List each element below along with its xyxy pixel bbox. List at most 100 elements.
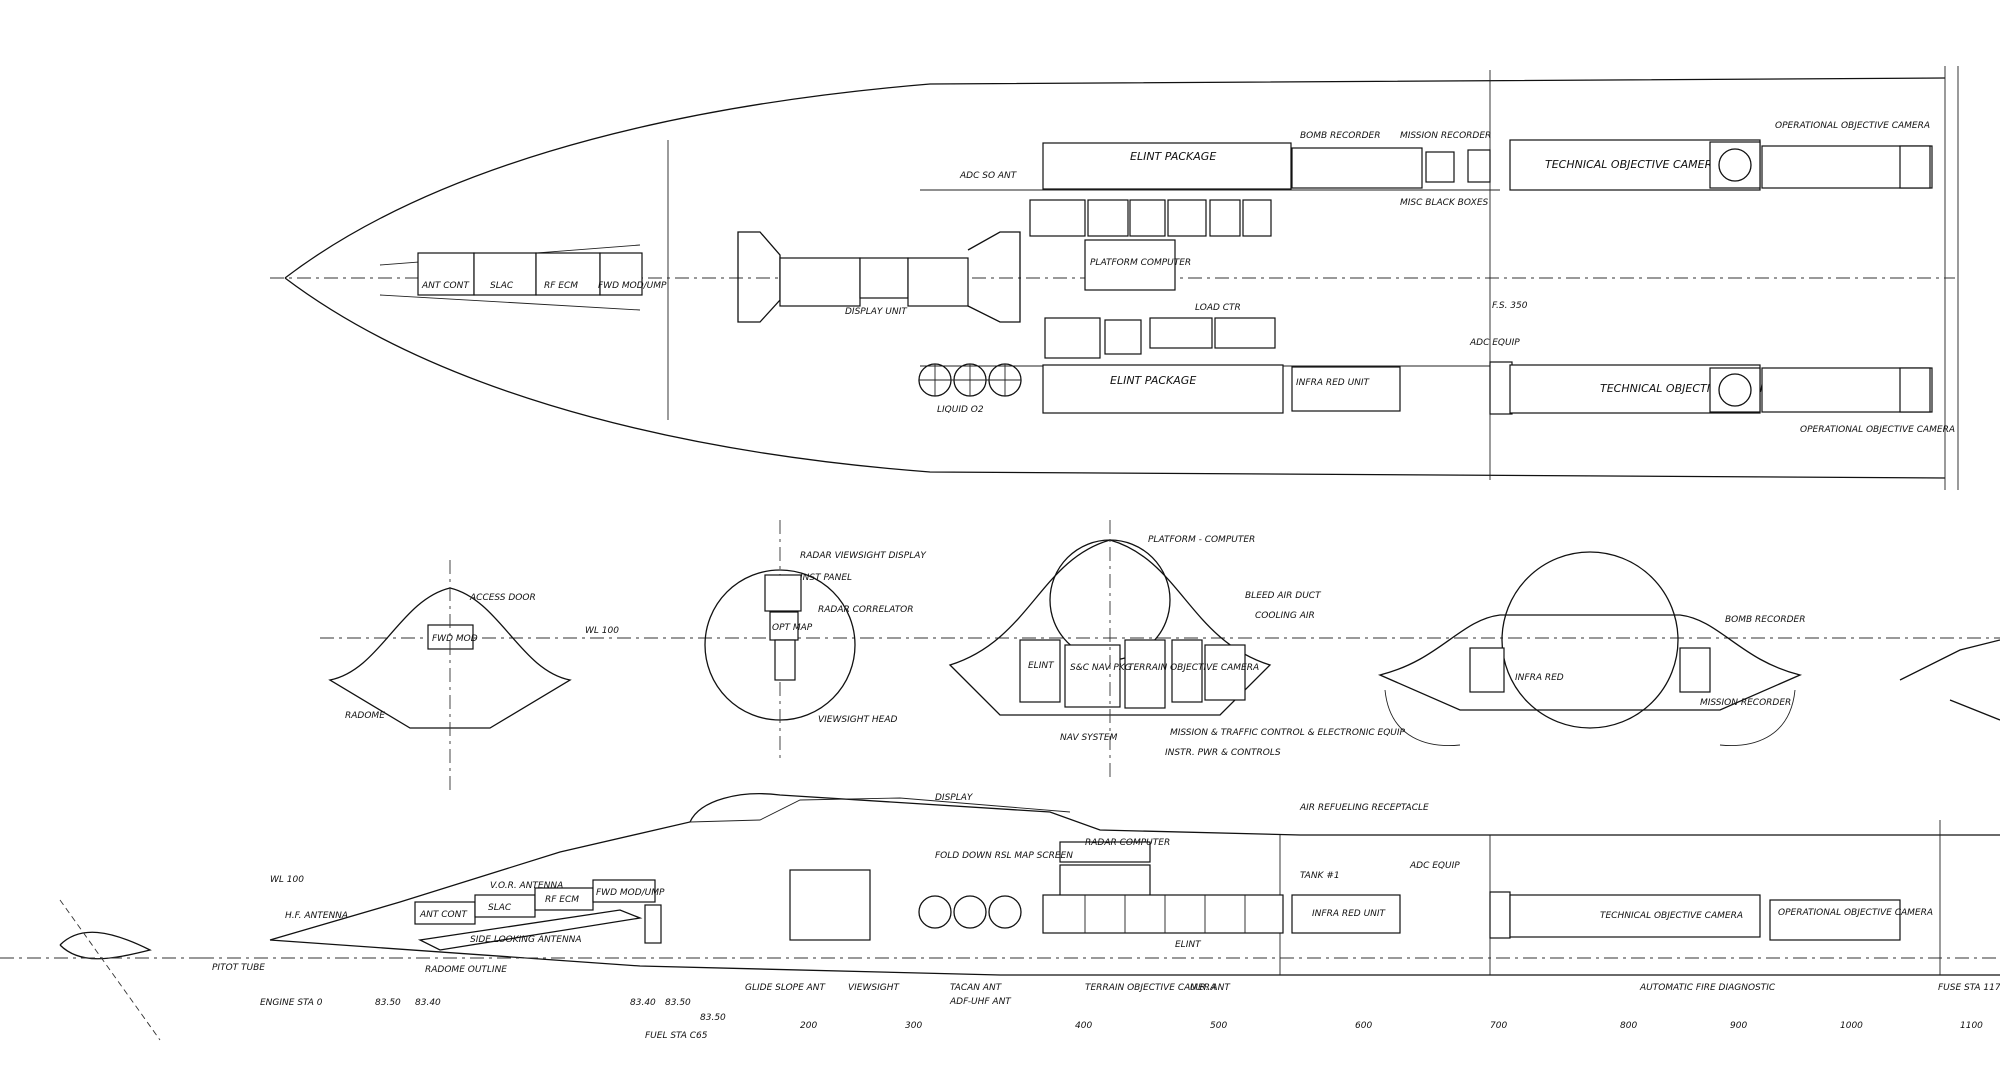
liquid-oxygen-spheres: LIQUID O2 — [918, 363, 1022, 415]
radar-viewsight-display-label: RADAR VIEWSIGHT DISPLAY — [800, 551, 927, 561]
automatic-fire-diagnostic-label: AUTOMATIC FIRE DIAGNOSTIC — [1639, 983, 1776, 993]
fold-down-map-screen-label: FOLD DOWN RSL MAP SCREEN — [935, 851, 1073, 861]
station-marks: ENGINE STA 0 83.50 83.40 83.40 83.50 83.… — [260, 998, 1983, 1031]
adc-equip-profile-label: ADC EQUIP — [1409, 861, 1460, 871]
oper-objective-camera-top-label: OPERATIONAL OBJECTIVE CAMERA — [1775, 121, 1930, 131]
tech-objective-camera-profile-label: TECHNICAL OBJECTIVE CAMERA — [1600, 911, 1743, 921]
platform-computer-label: PLATFORM COMPUTER — [1090, 258, 1191, 268]
radar-computer-label: RADAR COMPUTER — [1085, 838, 1170, 848]
station-label: 300 — [905, 1021, 922, 1031]
platform-computer-section-label: PLATFORM - COMPUTER — [1148, 535, 1255, 545]
nose-bay-slac: SLAC — [490, 281, 514, 291]
glide-slope-ant-label: GLIDE SLOPE ANT — [745, 983, 827, 993]
tank-1-label: TANK #1 — [1300, 871, 1340, 881]
terrain-objective-camera-profile-label: TERRAIN OBJECTIVE CAMERA — [1085, 983, 1216, 993]
nose-bay-rf-ecm: RF ECM — [544, 281, 578, 291]
radome-label: RADOME — [345, 711, 385, 721]
bomb-recorder-label: BOMB RECORDER — [1300, 131, 1381, 141]
pitot-tube-label: PITOT TUBE — [212, 963, 265, 973]
elint-package-top-label: ELINT PACKAGE — [1130, 150, 1216, 163]
station-label: 1100 — [1960, 1021, 1983, 1031]
display-unit-label: DISPLAY UNIT — [845, 307, 908, 317]
misc-black-boxes-label: MISC BLACK BOXES — [1400, 198, 1489, 208]
profile-fwd-mod-label: FWD MOD/UMP — [596, 888, 665, 898]
station-label: ENGINE STA 0 — [260, 998, 323, 1008]
sc-nav-pkg-label: S&C NAV PKG — [1070, 663, 1132, 673]
radome-outline-label: RADOME OUTLINE — [425, 965, 507, 975]
mission-recorder-section-label: MISSION RECORDER — [1700, 698, 1791, 708]
plan-view: ANT CONT SLAC RF ECM FWD MOD/UMP DISPLAY… — [270, 66, 1959, 490]
station-label: 800 — [1620, 1021, 1637, 1031]
bleed-air-duct-label: BLEED AIR DUCT — [1245, 591, 1322, 601]
oper-objective-camera-profile-label: OPERATIONAL OBJECTIVE CAMERA — [1778, 908, 1933, 918]
mission-recorder-label: MISSION RECORDER — [1400, 131, 1491, 141]
infra-red-unit-profile-label: INFRA RED UNIT — [1312, 909, 1387, 919]
section-3: PLATFORM - COMPUTER BLEED AIR DUCT COOLI… — [948, 520, 1406, 780]
adc-equip-label: ADC EQUIP — [1469, 338, 1520, 348]
profile-wl100-label: WL 100 — [270, 875, 304, 885]
liquid-oxygen-label: LIQUID O2 — [937, 405, 984, 415]
elint-section-label: ELINT — [1028, 661, 1055, 671]
adc-so-ant-label: ADC SO ANT — [959, 171, 1018, 181]
fuse-sta-wing-joint-label: FUSE STA 1174 WING JOINT — [1938, 983, 2000, 993]
infra-red-unit-label: INFRA RED UNIT — [1296, 378, 1371, 388]
station-label: 200 — [800, 1021, 817, 1031]
display-profile-label: DISPLAY — [935, 793, 974, 803]
section-4: INFRA RED BOMB RECORDER MISSION RECORDER — [1377, 551, 1806, 746]
station-label: 500 — [1210, 1021, 1227, 1031]
viewsight-profile-label: VIEWSIGHT — [848, 983, 901, 993]
section-1: ACCESS DOOR FWD MOD WL 100 RADOME — [328, 560, 619, 790]
nav-system-label: NAV SYSTEM — [1060, 733, 1118, 743]
fuel-sta-label: FUEL STA C65 — [645, 1031, 708, 1041]
station-label: 83.50 — [700, 1013, 726, 1023]
adf-uhf-ant-label: ADF-UHF ANT — [949, 997, 1012, 1007]
oper-objective-camera-bottom-label: OPERATIONAL OBJECTIVE CAMERA — [1800, 425, 1955, 435]
station-label: 1000 — [1840, 1021, 1863, 1031]
station-label: 83.50 — [665, 998, 691, 1008]
hf-antenna-label: H.F. ANTENNA — [285, 911, 348, 921]
tech-objective-camera-top-label: TECHNICAL OBJECTIVE CAMERA — [1545, 158, 1720, 171]
profile-ant-cont-label: ANT CONT — [419, 910, 468, 920]
cooling-air-label: COOLING AIR — [1255, 611, 1315, 621]
infra-red-section-label: INFRA RED — [1515, 673, 1564, 683]
electronics-cluster: PLATFORM COMPUTER LOAD CTR — [1029, 199, 1276, 359]
station-label: 83.40 — [630, 998, 656, 1008]
fs-350-label: F.S. 350 — [1492, 301, 1528, 311]
elint-profile-label: ELINT — [1175, 940, 1202, 950]
station-label: 700 — [1490, 1021, 1507, 1031]
radar-correlator-label: RADAR CORRELATOR — [818, 605, 914, 615]
vor-antenna-label: V.O.R. ANTENNA — [490, 881, 563, 891]
profile-rf-ecm-label: RF ECM — [545, 895, 579, 905]
elint-package-bottom-label: ELINT PACKAGE — [1110, 374, 1196, 387]
station-label: 83.50 — [375, 998, 401, 1008]
mission-traffic-control-label: MISSION & TRAFFIC CONTROL & ELECTRONIC E… — [1170, 728, 1406, 738]
profile-slac-label: SLAC — [488, 903, 512, 913]
viewsight-head-label: VIEWSIGHT HEAD — [818, 715, 897, 725]
opt-map-label: OPT MAP — [772, 623, 813, 633]
nose-bays: ANT CONT SLAC RF ECM FWD MOD/UMP — [417, 252, 667, 296]
ur-ant-label: U.R. ANT — [1190, 983, 1231, 993]
section-2: RADAR VIEWSIGHT DISPLAY INST PANEL RADAR… — [704, 520, 927, 760]
side-looking-antenna-label: SIDE LOOKING ANTENNA — [470, 935, 582, 945]
fwd-mod-label: FWD MOD — [432, 634, 478, 644]
station-label: 600 — [1355, 1021, 1372, 1031]
nose-bay-fwd-mod: FWD MOD/UMP — [598, 281, 667, 291]
inst-panel-label: INST PANEL — [800, 573, 852, 583]
bottom-equipment-row: ELINT PACKAGE INFRA RED UNIT TECHNICAL O… — [1042, 361, 1955, 435]
cross-sections: ACCESS DOOR FWD MOD WL 100 RADOME RADAR … — [320, 520, 2000, 790]
air-refueling-receptacle-label: AIR REFUELING RECEPTACLE — [1299, 803, 1429, 813]
profile-view: WL 100 V.O.R. ANTENNA H.F. ANTENNA PITOT… — [0, 793, 2000, 1041]
display-unit: DISPLAY UNIT — [737, 231, 1021, 323]
terrain-objective-camera-section-label: TERRAIN OBJECTIVE CAMERA — [1128, 663, 1259, 673]
tacan-ant-label: TACAN ANT — [950, 983, 1003, 993]
instr-pwr-controls-label: INSTR. PWR & CONTROLS — [1165, 748, 1281, 758]
access-door-label: ACCESS DOOR — [469, 593, 536, 603]
nose-bay-ant-cont: ANT CONT — [421, 281, 470, 291]
bomb-recorder-section-label: BOMB RECORDER — [1725, 615, 1806, 625]
station-label: 900 — [1730, 1021, 1747, 1031]
station-label: 400 — [1075, 1021, 1092, 1031]
station-label: 83.40 — [415, 998, 441, 1008]
load-center-label: LOAD CTR — [1195, 303, 1241, 313]
section-1-wl100-label: WL 100 — [585, 626, 619, 636]
